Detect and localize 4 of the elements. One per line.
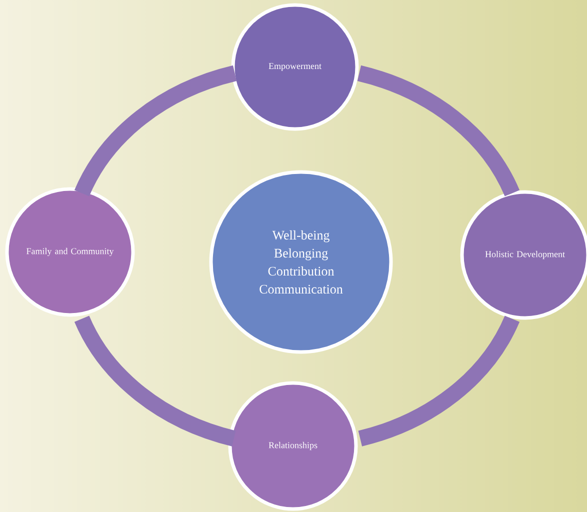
ring-segment: [74, 65, 237, 197]
ring-segment: [74, 315, 236, 446]
ring-segment: [358, 315, 520, 446]
ring-segment: [357, 65, 520, 197]
